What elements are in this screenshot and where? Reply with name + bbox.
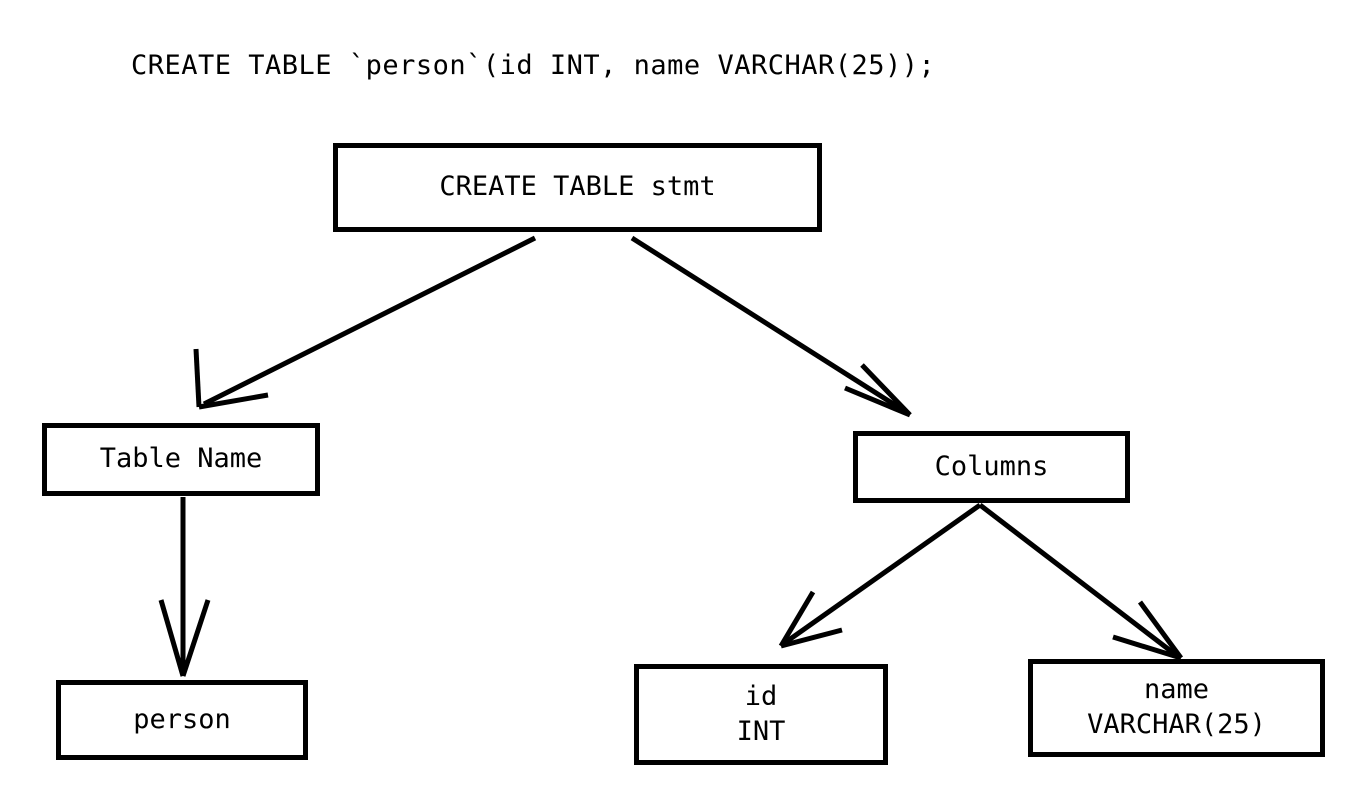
sql-statement-caption: CREATE TABLE `person`(id INT, name VARCH… <box>131 50 936 81</box>
node-columns[interactable]: Columns <box>853 431 1130 503</box>
node-person-value[interactable]: person <box>56 680 308 760</box>
node-column-type-label: INT <box>736 715 786 747</box>
node-label: Columns <box>934 450 1049 482</box>
node-label: CREATE TABLE stmt <box>439 171 716 203</box>
node-column-type-label: VARCHAR(25) <box>1087 709 1266 740</box>
edge-root-to-table-name <box>193 235 537 410</box>
edge-columns-to-column-name <box>978 503 1184 661</box>
node-column-name-label: id <box>744 680 778 712</box>
node-label: Table Name <box>99 443 263 475</box>
edge-root-to-columns <box>630 235 912 418</box>
node-table-name[interactable]: Table Name <box>42 423 320 496</box>
edge-table-name-to-person <box>158 497 211 677</box>
node-column-name[interactable]: name VARCHAR(25) <box>1028 659 1325 757</box>
node-label: person <box>133 703 231 735</box>
edge-columns-to-column-id <box>778 502 982 649</box>
node-column-name-label: name <box>1143 674 1210 706</box>
node-create-table-stmt[interactable]: CREATE TABLE stmt <box>333 143 822 232</box>
node-column-id[interactable]: id INT <box>634 664 888 765</box>
